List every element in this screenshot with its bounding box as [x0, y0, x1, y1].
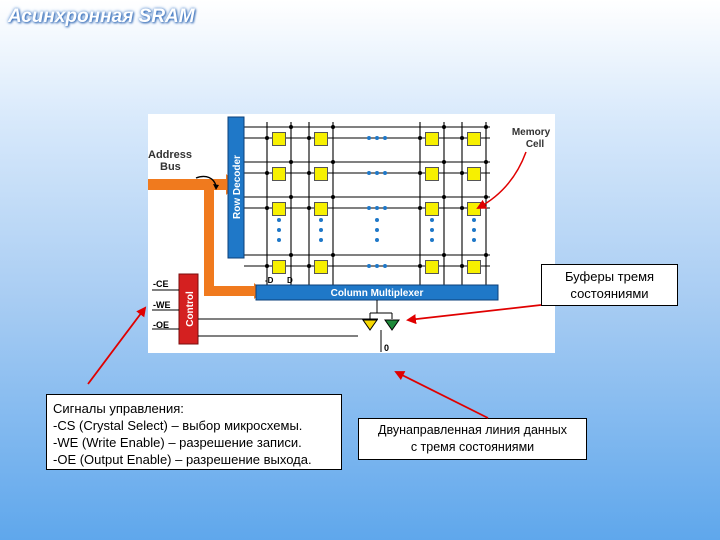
memory-cell [272, 202, 286, 216]
signal-oe-label: -OE [153, 320, 169, 330]
ellipsis-dot [319, 228, 323, 232]
sram-diagram: Address Bus Row Decoder Column Multiplex… [148, 114, 555, 353]
row-decoder: Row Decoder [227, 116, 245, 259]
ellipsis-dot [367, 171, 371, 175]
control-block: Control [178, 273, 199, 345]
control-signal-oe: -OE (Output Enable) – разрешение выхода. [53, 452, 312, 467]
bitline-not-d-label: -D [265, 276, 274, 285]
memory-cell [425, 132, 439, 146]
control-signal-lines [152, 289, 378, 337]
memory-cell [467, 167, 481, 181]
data-line-callout: Двунаправленная линия данных с тремя сос… [358, 418, 587, 460]
memory-cell [467, 260, 481, 274]
ellipsis-dot [367, 136, 371, 140]
column-multiplexer-label: Column Multiplexer [331, 288, 424, 299]
ellipsis-dot [383, 206, 387, 210]
memory-cell-label-2: Cell [526, 139, 545, 150]
control-signals-callout: Сигналы управления: -CS (Crystal Select)… [46, 394, 342, 470]
ellipsis-dot [430, 238, 434, 242]
memory-cell [467, 132, 481, 146]
ellipsis-dot [375, 228, 379, 232]
control-signal-cs: -CS (Crystal Select) – выбор микросхемы. [53, 418, 303, 433]
ellipsis-dot [277, 238, 281, 242]
buffers-callout-line1: Буферы тремя [564, 269, 655, 284]
ellipsis-dot [375, 238, 379, 242]
ellipsis-dot [367, 264, 371, 268]
ellipsis-dot [383, 264, 387, 268]
ellipsis-dot [375, 218, 379, 222]
data-line-arrow [394, 371, 489, 419]
buffers-callout-line2: состояниями [570, 286, 649, 301]
ellipsis-dot [375, 264, 379, 268]
ellipsis-dot [430, 228, 434, 232]
memory-cell [425, 167, 439, 181]
memory-cell [467, 202, 481, 216]
ellipsis-dot [472, 238, 476, 242]
memory-cell [314, 202, 328, 216]
row-decoder-label: Row Decoder [232, 155, 243, 219]
memory-cell-label: Memory [512, 127, 551, 138]
address-bus-label: Address [148, 149, 192, 161]
memory-array-ellipses [277, 136, 476, 268]
ellipsis-dot [472, 218, 476, 222]
buffers-callout: Буферы тремя состояниями [541, 264, 678, 306]
memory-cell [314, 167, 328, 181]
memory-cell [425, 202, 439, 216]
control-signals-heading: Сигналы управления: [53, 401, 184, 416]
ellipsis-dot [319, 238, 323, 242]
data-line-callout-line1: Двунаправленная линия данных [378, 423, 567, 437]
ellipsis-dot [430, 218, 434, 222]
ellipsis-dot [383, 136, 387, 140]
memory-cell [272, 260, 286, 274]
ellipsis-dot [375, 171, 379, 175]
control-signal-we: -WE (Write Enable) – разрешение записи. [53, 435, 302, 450]
control-label: Control [185, 291, 196, 327]
signal-we-label: -WE [153, 300, 171, 310]
memory-cell [272, 167, 286, 181]
signal-ce-label: -CE [153, 279, 169, 289]
memory-cell [272, 132, 286, 146]
data-line-callout-line2: с тремя состояниями [410, 440, 535, 454]
memory-cell [314, 132, 328, 146]
ellipsis-dot [277, 218, 281, 222]
memory-array-cells [272, 132, 481, 274]
address-bus-label-2: Bus [160, 161, 181, 173]
tri-state-buffer-input [362, 319, 378, 331]
ellipsis-dot [375, 136, 379, 140]
column-multiplexer: Column Multiplexer [255, 284, 499, 301]
ellipsis-dot [319, 218, 323, 222]
memory-cell [314, 260, 328, 274]
control-signals-arrow [87, 306, 147, 385]
tri-state-buffer-output [384, 319, 400, 331]
ellipsis-dot [472, 228, 476, 232]
ellipsis-dot [375, 206, 379, 210]
slide-title: Асинхронная SRAM [8, 6, 195, 27]
memory-cell [425, 260, 439, 274]
ellipsis-dot [367, 206, 371, 210]
ellipsis-dot [277, 228, 281, 232]
tri-state-buffers [362, 300, 400, 352]
ellipsis-dot [383, 171, 387, 175]
bitline-d-label: D [287, 276, 293, 285]
data-line-label: 0 [384, 343, 389, 353]
